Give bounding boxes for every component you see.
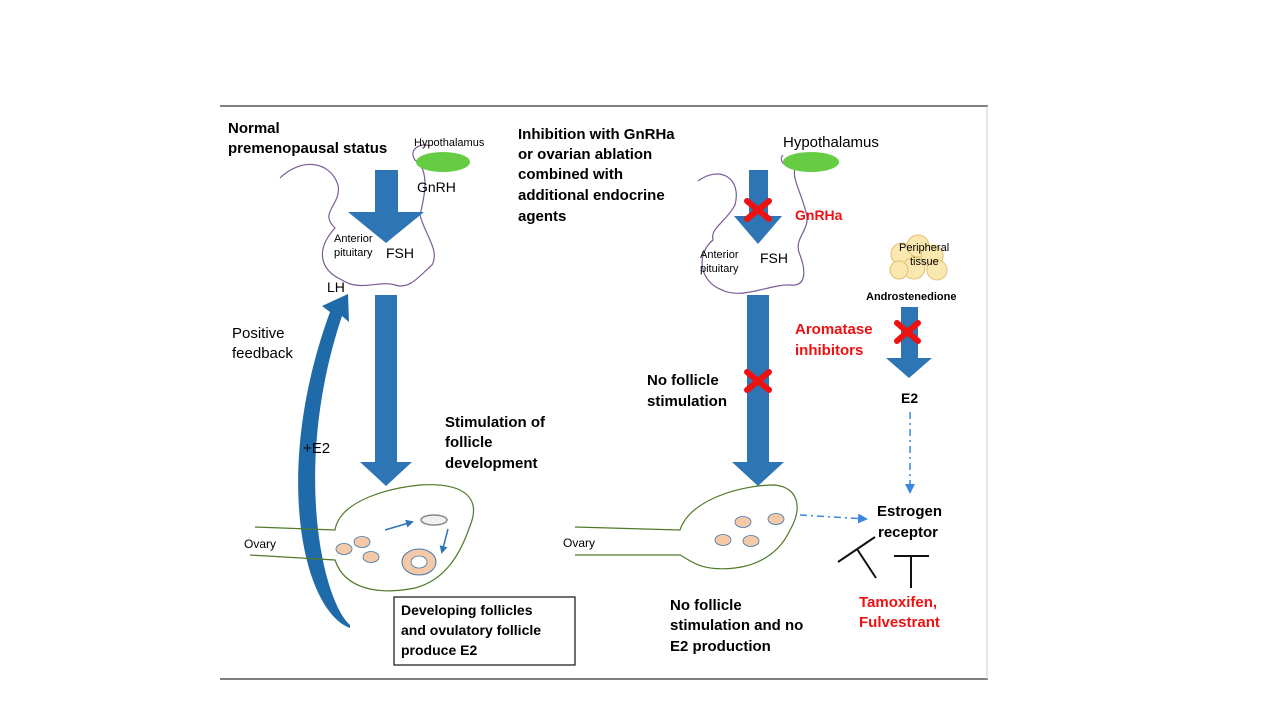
ovary-to-receptor-dashed-arrow xyxy=(799,513,868,524)
right-fsh-arrow xyxy=(732,295,784,486)
left-fsh-arrow xyxy=(360,295,412,486)
right-follicle xyxy=(767,513,785,525)
no-follicle-line1: No follicle xyxy=(647,372,719,389)
left-fsh-label: FSH xyxy=(386,245,414,261)
stimulation-line2: follicle xyxy=(445,434,493,451)
peripheral-tissue-cluster xyxy=(889,234,948,281)
receptor-label: receptor xyxy=(878,524,938,541)
right-hypothalamus-label: Hypothalamus xyxy=(783,134,879,151)
right-panel: Inhibition with GnRHa or ovarian ablatio… xyxy=(518,126,956,655)
right-ovary-outline xyxy=(574,484,798,570)
peripheral-label: Peripheral xyxy=(899,242,949,254)
tissue-label: tissue xyxy=(910,256,939,268)
feedback-label: feedback xyxy=(232,345,293,362)
left-gnrh-label: GnRH xyxy=(417,179,456,195)
stimulation-line3: development xyxy=(445,455,538,472)
left-ovary-label: Ovary xyxy=(244,537,276,551)
left-anterior-label: Anterior xyxy=(334,233,373,245)
tamoxifen-label: Tamoxifen, xyxy=(859,594,937,611)
left-hypothalamus-label: Hypothalamus xyxy=(414,137,485,149)
follicles-e2-box xyxy=(393,596,576,666)
androstenedione-label: Androstenedione xyxy=(866,291,956,303)
follicle-growth-arrow xyxy=(384,519,414,531)
positive-label: Positive xyxy=(232,325,285,342)
box-line1: Developing follicles xyxy=(401,602,533,618)
right-pituitary-label: pituitary xyxy=(700,263,739,275)
left-hypothalamus-shape xyxy=(416,152,470,172)
right-follicle xyxy=(734,516,752,528)
right-title-line5: agents xyxy=(518,208,566,225)
box-line2: and ovulatory follicle xyxy=(401,622,541,638)
left-title-line2: premenopausal status xyxy=(228,140,387,157)
right-anterior-label: Anterior xyxy=(700,249,739,261)
right-follicle xyxy=(714,534,732,546)
aromatase-label: Aromatase xyxy=(795,321,873,338)
no-stim-line1: No follicle xyxy=(670,597,742,614)
left-lh-label: LH xyxy=(327,279,345,295)
follicle-growth-arrow xyxy=(439,528,449,554)
e2-label: E2 xyxy=(901,390,918,406)
right-title-line3: combined with xyxy=(518,166,623,183)
left-gnrh-arrow xyxy=(348,170,424,243)
right-follicle xyxy=(742,535,760,547)
right-title-line2: or ovarian ablation xyxy=(518,146,652,163)
fulvestrant-label: Fulvestrant xyxy=(859,614,940,631)
aromatase-block-icon xyxy=(894,320,921,344)
no-stim-line3: E2 production xyxy=(670,638,771,655)
left-follicle xyxy=(335,543,353,555)
follicle-stim-block-icon xyxy=(744,369,772,393)
aromatase-arrow xyxy=(886,307,932,378)
right-title-line1: Inhibition with GnRHa xyxy=(518,126,675,143)
positive-feedback-arrow xyxy=(298,294,350,628)
no-stim-line2: stimulation and no xyxy=(670,617,803,634)
left-ovary-outline xyxy=(249,484,475,592)
plus-e2-label: +E2 xyxy=(303,440,330,457)
left-pituitary-outline xyxy=(279,144,435,287)
left-panel: Normal premenopausal status Hypothalamus… xyxy=(228,120,576,666)
no-follicle-line2: stimulation xyxy=(647,393,727,410)
left-title-line1: Normal xyxy=(228,120,280,137)
right-fsh-label: FSH xyxy=(760,250,788,266)
inhibitors-label: inhibitors xyxy=(795,342,863,359)
estrogen-label: Estrogen xyxy=(877,503,942,520)
tamoxifen-inhibition-tbar-icon xyxy=(837,536,877,579)
right-title-line4: additional endocrine xyxy=(518,187,665,204)
box-line3: produce E2 xyxy=(401,642,477,658)
left-follicle xyxy=(362,551,380,563)
ruptured-follicle xyxy=(420,514,448,526)
right-pituitary-outline xyxy=(697,154,808,294)
fulvestrant-inhibition-tbar-icon xyxy=(894,555,929,588)
ovulatory-follicle-center xyxy=(410,555,428,569)
gnrha-label: GnRHa xyxy=(795,207,843,223)
left-follicle xyxy=(353,536,371,548)
gnrha-block-icon xyxy=(744,198,772,222)
left-pituitary-label: pituitary xyxy=(334,247,373,259)
right-hypothalamus-shape xyxy=(783,152,839,172)
right-ovary-label: Ovary xyxy=(563,536,595,550)
stimulation-line1: Stimulation of xyxy=(445,414,546,431)
